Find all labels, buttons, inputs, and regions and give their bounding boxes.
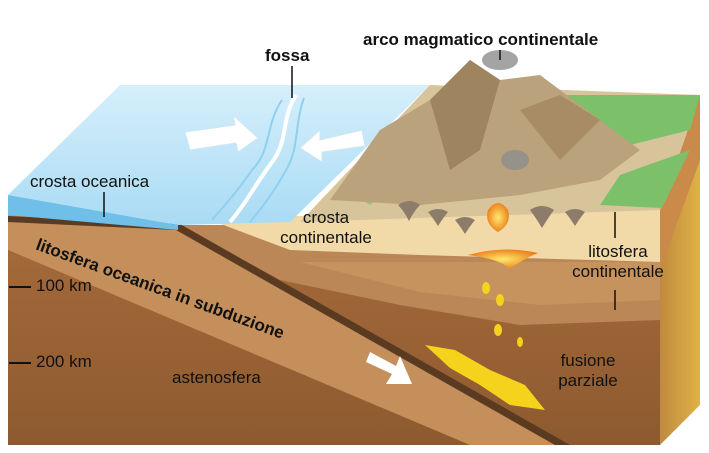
label-litosfera-continentale: litosfera continentale xyxy=(566,242,670,281)
partial-melt-zone xyxy=(425,345,545,410)
ocean-surface xyxy=(8,85,430,225)
label-litosfera-continentale-line1: litosfera xyxy=(588,242,648,261)
label-fusione-parziale: fusione parziale xyxy=(548,351,628,390)
magma-drops xyxy=(482,282,523,347)
magma-blobs xyxy=(398,201,585,234)
plate-motion-arrow-right xyxy=(184,113,259,153)
magma-chamber xyxy=(487,203,509,232)
label-crosta-continentale-line1: crosta xyxy=(302,208,350,227)
label-litosfera-continentale-line2: continentale xyxy=(572,261,664,281)
continental-crust xyxy=(205,208,660,262)
ocean-front-face xyxy=(8,195,178,230)
label-crosta-continentale: crosta continentale xyxy=(266,208,386,247)
trench xyxy=(228,93,298,224)
depth-tick-200 xyxy=(9,362,31,364)
label-crosta-oceanica: crosta oceanica xyxy=(30,172,150,191)
magma-pool xyxy=(468,249,538,269)
depth-label-200: 200 km xyxy=(36,352,92,371)
oceanic-lithosphere xyxy=(8,215,568,445)
label-astenosfera: astenosfera xyxy=(172,368,261,387)
label-arco-magmatico: arco magmatico continentale xyxy=(363,30,599,49)
label-crosta-continentale-line2: continentale xyxy=(280,227,372,247)
depth-tick-100 xyxy=(9,286,31,288)
subduction-arrow xyxy=(366,352,412,384)
vegetation xyxy=(560,95,700,150)
depth-label-100: 100 km xyxy=(36,276,92,295)
label-fossa: fossa xyxy=(265,46,310,65)
plate-motion-arrow-left xyxy=(299,128,366,163)
label-fusione-line2: parziale xyxy=(558,370,618,390)
label-fusione-line1: fusione xyxy=(560,351,616,370)
